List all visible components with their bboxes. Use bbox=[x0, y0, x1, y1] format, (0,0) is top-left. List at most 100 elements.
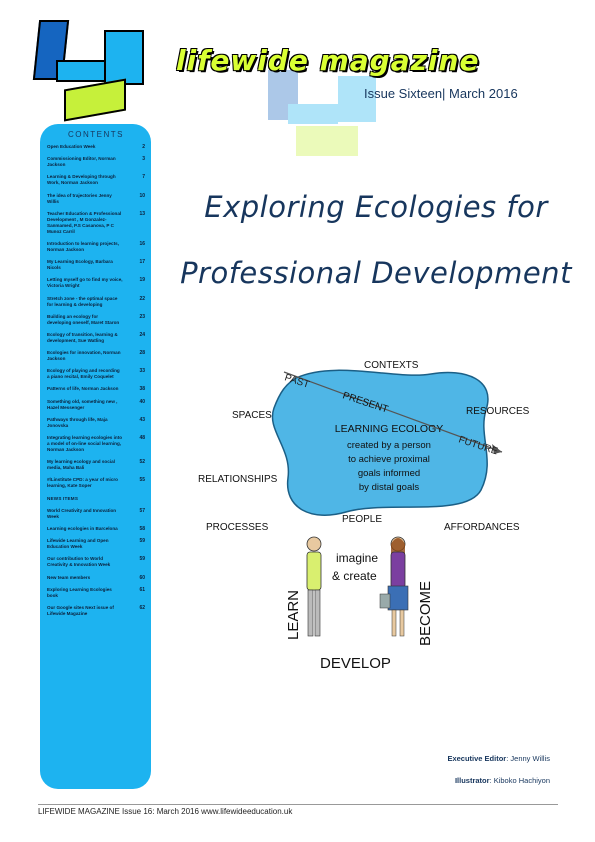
lifewide-logo bbox=[32, 20, 156, 122]
label-spaces: SPACES bbox=[232, 410, 272, 421]
headline-line-1: Exploring Ecologies for bbox=[204, 190, 548, 224]
contents-item-page: 33 bbox=[139, 368, 145, 375]
contents-item-title: World Creativity and Innovation Week bbox=[47, 507, 117, 519]
contents-item-page: 17 bbox=[139, 259, 145, 266]
watermark-logo bbox=[268, 70, 388, 160]
label-imagine: imagine bbox=[336, 551, 378, 565]
contents-item-page: 60 bbox=[139, 574, 145, 581]
contents-item: Letting myself go to find my voice, Vict… bbox=[47, 277, 145, 289]
footer-divider bbox=[38, 804, 558, 805]
magazine-title: lifewide magazine bbox=[176, 44, 480, 77]
page-footer: LIFEWIDE MAGAZINE Issue 16: March 2016 w… bbox=[38, 807, 293, 816]
contents-item-title: My Learning Ecology, Barbara Nicols bbox=[47, 259, 113, 271]
contents-item-page: 61 bbox=[139, 586, 145, 593]
contents-item: Something old, something new , Hazel Mes… bbox=[47, 399, 145, 411]
contents-item-title: Lifewide Learning and Open Education Wee… bbox=[47, 538, 109, 550]
label-learn: LEARN bbox=[285, 590, 302, 640]
illustrator-name: : Kiboko Hachiyon bbox=[489, 776, 550, 785]
contents-item: Ecology of transition, learning & develo… bbox=[47, 332, 145, 344]
timeline-arrow bbox=[283, 371, 503, 453]
contents-item-title: My learning ecology and social media, Ma… bbox=[47, 459, 115, 471]
label-people: PEOPLE bbox=[342, 514, 382, 525]
contents-item: Our Google sites Next issue of Lifewide … bbox=[47, 605, 145, 617]
contents-item-page: 43 bbox=[139, 416, 145, 423]
label-contexts: CONTEXTS bbox=[364, 360, 419, 371]
contents-item-page bbox=[131, 496, 145, 502]
contents-item-title: Our contribution to World Creativity & I… bbox=[47, 556, 111, 568]
contents-item-title: Ecology of playing and recording a piano… bbox=[47, 368, 120, 380]
contents-item: World Creativity and Innovation Week 57 bbox=[47, 508, 145, 520]
contents-item-title: Letting myself go to find my voice, Vict… bbox=[47, 277, 123, 289]
contents-item: Teacher Education & Professional Develop… bbox=[47, 211, 145, 235]
contents-item-page: 24 bbox=[139, 331, 145, 338]
contents-item: Our contribution to World Creativity & I… bbox=[47, 556, 145, 568]
contents-item: Learning ecologies in Barcelona 58 bbox=[47, 526, 145, 532]
contents-item-title: Introduction to learning projects, Norma… bbox=[47, 240, 119, 252]
label-develop: DEVELOP bbox=[320, 655, 391, 672]
contents-item: Ecology of playing and recording a piano… bbox=[47, 368, 145, 380]
contents-item-title: Integrating learning ecologies into a mo… bbox=[47, 435, 123, 452]
contents-item: Ecologies for innovation, Norman Jackson… bbox=[47, 350, 145, 362]
contents-item-title: Something old, something new , Hazel Mes… bbox=[47, 398, 118, 410]
contents-item-title: Ecologies for innovation, Norman Jackson bbox=[47, 350, 121, 362]
contents-item-title: Ecology of transition, learning & develo… bbox=[47, 331, 118, 343]
center-line-2: to achieve proximal bbox=[348, 454, 430, 465]
contents-item-title: The idea of trajectories Jenny Willis bbox=[47, 192, 112, 204]
contents-item: My learning ecology and social media, Ma… bbox=[47, 459, 145, 471]
contents-item-page: 52 bbox=[139, 459, 145, 466]
contents-item: Commissioning Editor, Norman Jackson 3 bbox=[47, 156, 145, 168]
contents-item: Building an ecology for developing onese… bbox=[47, 314, 145, 326]
learning-ecology-diagram: PAST PRESENT FUTURE LEARNING ECOLOGY cre… bbox=[198, 360, 530, 672]
contents-item-title: Exploring Learning Ecologies book bbox=[47, 586, 112, 598]
headline-line-2: Professional Development bbox=[180, 256, 572, 290]
contents-item-page: 38 bbox=[139, 386, 145, 393]
contents-item-page: 22 bbox=[139, 295, 145, 302]
issue-label: Issue Sixteen| March 2016 bbox=[364, 86, 518, 101]
label-relationships: RELATIONSHIPS bbox=[198, 474, 278, 485]
contents-item-page: 59 bbox=[139, 556, 145, 563]
contents-item-title: NEWS ITEMS bbox=[47, 495, 79, 501]
contents-item-title: #lLinstitute CPD: a year of micro learni… bbox=[47, 477, 118, 489]
contents-item: #lLinstitute CPD: a year of micro learni… bbox=[47, 477, 145, 489]
contents-item-page: 58 bbox=[139, 525, 145, 532]
contents-item-page: 2 bbox=[142, 144, 145, 150]
contents-item: Introduction to learning projects, Norma… bbox=[47, 241, 145, 253]
contents-item-page: 40 bbox=[139, 398, 145, 405]
contents-item-title: Learning & Developing through Work, Norm… bbox=[47, 174, 116, 186]
contents-item-page: 3 bbox=[142, 156, 145, 163]
left-person-illustration bbox=[306, 536, 322, 637]
contents-item-page: 55 bbox=[139, 477, 145, 484]
contents-item-page: 28 bbox=[139, 350, 145, 357]
editor-label: Executive Editor bbox=[447, 754, 507, 763]
contents-item-page: 59 bbox=[139, 538, 145, 545]
contents-item-title: Learning ecologies in Barcelona bbox=[47, 525, 118, 531]
contents-item-page: 23 bbox=[139, 313, 145, 320]
contents-item-title: New team members bbox=[47, 574, 91, 580]
label-processes: PROCESSES bbox=[206, 522, 269, 533]
contents-item-page: 62 bbox=[139, 604, 145, 611]
executive-editor-credit: Executive Editor: Jenny Willis bbox=[400, 754, 550, 763]
center-line-1: created by a person bbox=[347, 440, 431, 451]
contents-item-page: 48 bbox=[139, 435, 145, 441]
contents-section-heading: NEWS ITEMS bbox=[47, 496, 145, 502]
label-resources: RESOURCES bbox=[466, 406, 530, 417]
contents-heading: CONTENTS bbox=[68, 130, 124, 139]
contents-item-page: 57 bbox=[139, 507, 145, 514]
contents-item-page: 19 bbox=[139, 277, 145, 284]
contents-item-title: Open Education Week bbox=[47, 144, 96, 149]
center-line-4: by distal goals bbox=[359, 482, 419, 493]
contents-item: Learning & Developing through Work, Norm… bbox=[47, 174, 145, 186]
label-create: & create bbox=[332, 569, 377, 583]
contents-item: Exploring Learning Ecologies book 61 bbox=[47, 587, 145, 599]
contents-item: Stretch zone - the optimal space for lea… bbox=[47, 296, 145, 308]
center-line-3: goals informed bbox=[358, 468, 420, 479]
contents-item: Open Education Week 2 bbox=[47, 144, 145, 150]
editor-name: : Jenny Willis bbox=[506, 754, 550, 763]
contents-item: The idea of trajectories Jenny Willis 10 bbox=[47, 193, 145, 205]
contents-item-page: 10 bbox=[139, 192, 145, 199]
contents-item-title: Commissioning Editor, Norman Jackson bbox=[47, 156, 116, 168]
illustrator-credit: Illustrator: Kiboko Hachiyon bbox=[400, 776, 550, 785]
